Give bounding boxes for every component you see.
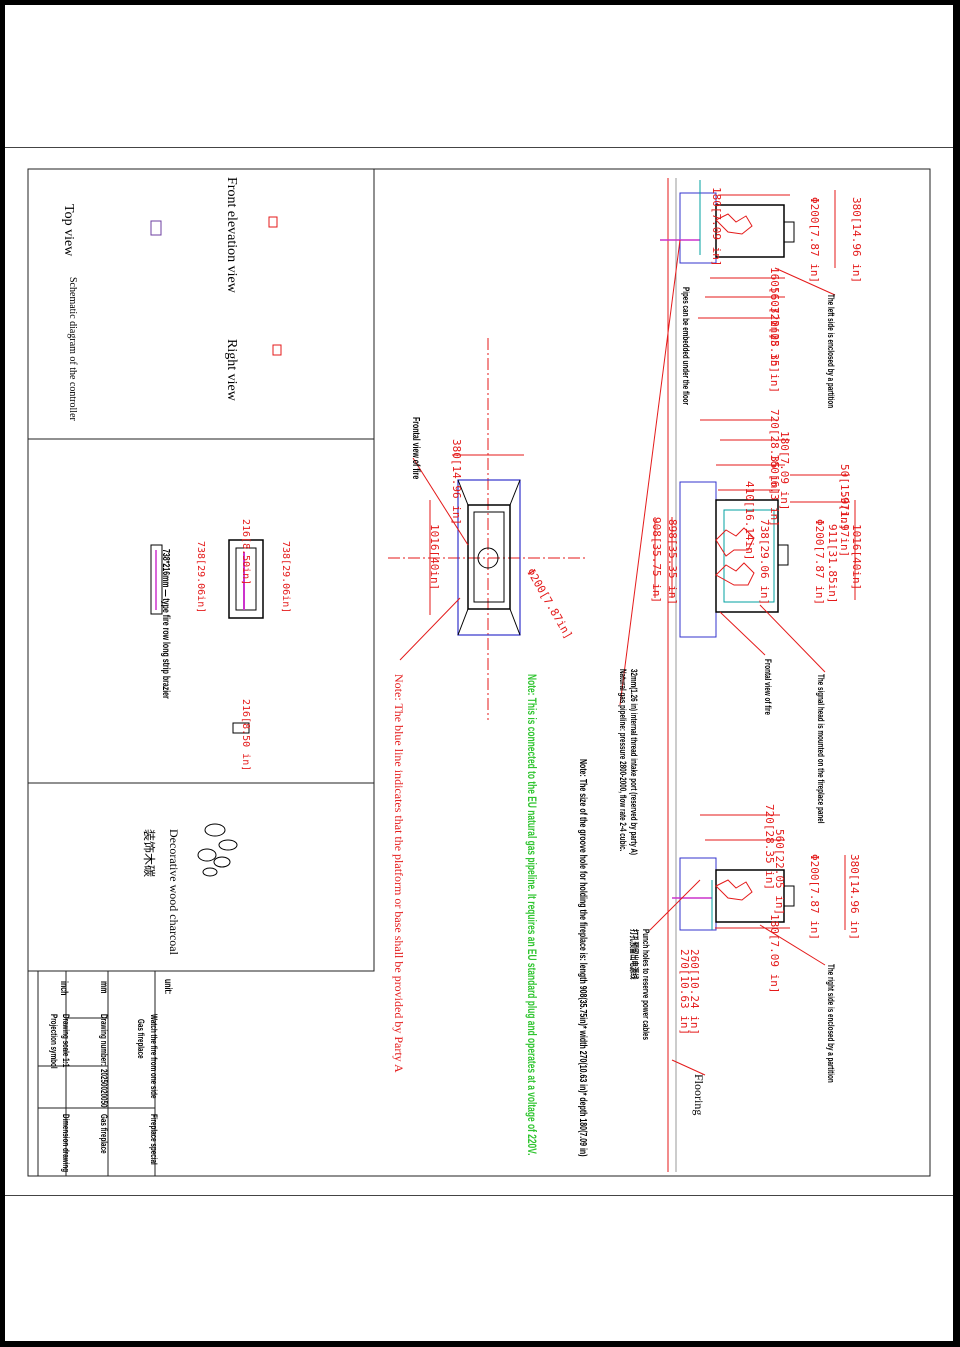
- right-view-label: Right view: [224, 339, 239, 401]
- dim-180-bot: 180[7.09 in]: [768, 914, 781, 994]
- pipe-embedded-note: Pipes can be embedded under the floor: [681, 287, 691, 405]
- desc-line-2: Gas fireplace: [136, 1019, 146, 1059]
- top-view-label: Top view: [61, 204, 76, 257]
- dim-720-top: 720[28.35 in]: [768, 307, 781, 394]
- dim-200-mid: Φ200[7.87 in]: [813, 519, 826, 606]
- decorative-wood-label: Decorative wood charcoal: [167, 829, 181, 955]
- unit-inch: inch: [58, 981, 69, 996]
- dim-200-bot: Φ200[7.87 in]: [808, 854, 821, 941]
- dim-560-bot: 560[22.05 in]: [773, 829, 786, 916]
- dim-216-small: 216[8.50 in]: [240, 699, 251, 772]
- dim-738-burner-b: 738[29.06in]: [195, 541, 206, 614]
- annotation-leaders: [619, 239, 836, 1076]
- drawing-scale: Drawing scale 1:1: [61, 1014, 71, 1068]
- dim-1016-mid: 1016[40in]: [850, 524, 863, 591]
- dim-270-bot: 270[10.63 in]: [678, 949, 691, 1036]
- left-partition-note: The left side is enclosed by a partition: [826, 294, 836, 409]
- dim-410-mid: 410[16.14in]: [743, 481, 756, 561]
- right-partition-note: The right side is enclosed by a partitio…: [826, 964, 836, 1083]
- note-groove: Note: The size of the groove hole for ho…: [577, 759, 588, 1157]
- projection-symbol: Projection symbol: [49, 1014, 59, 1069]
- panel-wood: [27, 782, 375, 972]
- dim-908-mid: 908[35.75 in]: [650, 517, 663, 604]
- unit-header: unit:: [162, 979, 173, 995]
- front-view-leaders: [399, 454, 524, 661]
- sheet-top-rule: [5, 147, 953, 148]
- note-blue-line: Note: The blue line indicates that the p…: [392, 674, 406, 1073]
- right-view-icon: [272, 344, 282, 356]
- dim-180-top: 180[7.09 in]: [710, 187, 723, 267]
- dim-898-mid: 898[35.35 in]: [666, 519, 679, 606]
- fireplace-unit-middle: [679, 481, 789, 638]
- decorative-wood-cn: 装饰木碳: [142, 829, 156, 878]
- drawing-type: Dimension drawing: [61, 1114, 71, 1173]
- dim-911-mid: 911[31.85in]: [826, 524, 839, 604]
- title-block: [27, 970, 156, 1177]
- drawing-number-label: Drawing number:: [99, 1014, 109, 1066]
- dim-200-top: Φ200[7.87 in]: [808, 197, 821, 284]
- punch-holes-note: Punch holes to reserve power cables: [641, 929, 651, 1040]
- dimension-lines: [654, 190, 856, 930]
- dim-380-front: 380[14.96 in]: [450, 439, 463, 526]
- front-elevation-label: Front elevation view: [224, 177, 239, 293]
- fireplace-unit-bottom: [672, 857, 795, 931]
- frontal-view-fire-left: Frontal view of fire: [410, 417, 421, 480]
- top-view-icon: [150, 220, 162, 236]
- frontal-view-fire-mid: Frontal view of fire: [763, 659, 773, 716]
- wood-charcoal-icon: [197, 823, 238, 877]
- dim-216-burner: 216[8.50in]: [240, 519, 251, 586]
- inlet-line-1: 32mm(1.26 in) internal thread intake por…: [629, 669, 639, 856]
- inlet-line-2: Natural gas pipeline: pressure 2800-2000…: [618, 669, 628, 852]
- note-gas: Note: This is connected to the EU natura…: [525, 674, 539, 1156]
- signal-head-note: The signal head is mounted on the firepl…: [816, 674, 826, 824]
- burner-drawing: [150, 539, 264, 734]
- dim-200-front: Φ200[7.87in]: [523, 566, 576, 642]
- floor-line: [667, 178, 677, 1172]
- dim-160-mid: 160[6.3 in]: [768, 454, 781, 527]
- dim-50b-mid: 50[1.97in]: [838, 491, 851, 558]
- rotated-text-layer: Front elevation view Right view Top view…: [25, 169, 930, 1174]
- dim-1016-front: 1016[40in]: [428, 524, 441, 591]
- front-view-icon: [268, 216, 278, 228]
- dim-380-top: 380[14.96 in]: [850, 197, 863, 284]
- drawing-number: 20250020050: [99, 1069, 109, 1108]
- dim-738-mid: 738[29.06 in]: [758, 519, 771, 606]
- dim-738-burner-a: 738[29.06in]: [280, 541, 291, 614]
- front-view-drawing: [388, 338, 588, 720]
- flooring-label: Flooring: [692, 1074, 706, 1116]
- drawing-sheet: [5, 5, 953, 1341]
- controller-label: Schematic diagram of the controller: [67, 277, 78, 421]
- dim-380-bot: 380[14.96 in]: [848, 854, 861, 941]
- product-type: Gas fireplace: [99, 1114, 109, 1154]
- desc-line-1: Watch the fire from one side: [149, 1014, 159, 1099]
- burner-caption: 738*216mm — type fire row long strip bra…: [160, 549, 171, 699]
- unit-mm: mm: [98, 981, 109, 994]
- punch-holes-cn: 打孔预留出电源线: [629, 929, 639, 980]
- product-title: Fireplace special: [149, 1114, 159, 1165]
- sheet-bottom-rule: [5, 1195, 953, 1196]
